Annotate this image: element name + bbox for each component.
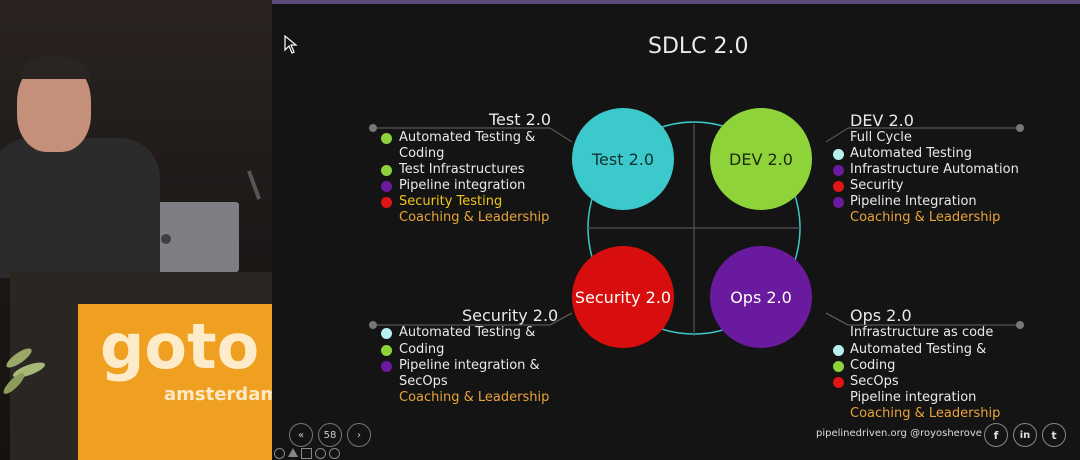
green-bullet-icon (381, 345, 392, 356)
ops-item: Infrastructure as code (850, 325, 994, 340)
security-item: Coaching & Leadership (399, 390, 550, 405)
dev-item: Security (850, 178, 904, 193)
red-bullet-icon (381, 197, 392, 208)
connector-lines (369, 121, 1024, 336)
speaker-video: goto amsterdam (0, 0, 272, 460)
cyan-bullet-icon (381, 328, 392, 339)
triangle-icon[interactable] (288, 448, 298, 457)
plant (0, 345, 50, 405)
purple-bullet-icon (833, 165, 844, 176)
viewer-controls (274, 448, 340, 459)
podium-logo: goto (100, 310, 260, 383)
ops-item: Automated Testing & (850, 342, 987, 357)
speaker-body (0, 138, 160, 278)
footer-credit: pipelinedriven.org @royosherove (816, 428, 982, 439)
security-item: Coding (399, 342, 445, 357)
facebook-icon[interactable]: f (984, 423, 1008, 447)
test-item: Coding (399, 146, 445, 161)
ops-heading: Ops 2.0 (850, 306, 912, 325)
security-item: Automated Testing & (399, 325, 536, 340)
dev-item: Pipeline Integration (850, 194, 977, 209)
security-item: Pipeline integration & (399, 358, 540, 373)
purple-bullet-icon (381, 361, 392, 372)
back-icon[interactable] (274, 448, 285, 459)
ops-item: Coaching & Leadership (850, 406, 1001, 421)
slide-number: 58 (318, 423, 342, 447)
security-item: SecOps (399, 374, 448, 389)
green-bullet-icon (833, 361, 844, 372)
ops-circle-label: Ops 2.0 (730, 287, 792, 307)
green-bullet-icon (381, 133, 392, 144)
dev-heading: DEV 2.0 (850, 111, 914, 130)
slide-title: SDLC 2.0 (648, 34, 749, 59)
security-heading: Security 2.0 (462, 306, 559, 325)
purple-bullet-icon (381, 181, 392, 192)
twitter-icon[interactable]: t (1042, 423, 1066, 447)
mouse-pointer-icon (284, 35, 298, 54)
test-circle-label: Test 2.0 (591, 149, 655, 169)
dev-item: Full Cycle (850, 130, 912, 145)
ops-circle: Ops 2.0 (710, 246, 812, 348)
dev-circle: DEV 2.0 (710, 108, 812, 210)
podium-logo-subtext: amsterdam (164, 384, 272, 405)
cyan-bullet-icon (833, 345, 844, 356)
more-icon[interactable] (315, 448, 326, 459)
slide-number-label: 58 (323, 429, 337, 441)
next-slide-button[interactable]: › (347, 423, 371, 447)
presentation-slide: SDLC 2.0 Test 2.0 DEV 2.0 Security 2.0 O… (272, 0, 1080, 460)
purple-bullet-icon (833, 197, 844, 208)
dev-item: Coaching & Leadership (850, 210, 1001, 225)
ops-item: Pipeline integration (850, 390, 977, 405)
podium-sign: goto amsterdam (78, 304, 272, 460)
ops-item: Coding (850, 358, 896, 373)
test-item: Security Testing (399, 194, 503, 209)
test-item: Pipeline integration (399, 178, 526, 193)
dev-item: Infrastructure Automation (850, 162, 1019, 177)
test-item: Test Infrastructures (399, 162, 525, 177)
test-circle: Test 2.0 (572, 108, 674, 210)
security-circle-label: Security 2.0 (574, 287, 672, 307)
red-bullet-icon (833, 377, 844, 388)
security-circle: Security 2.0 (572, 246, 674, 348)
grid-icon[interactable] (301, 448, 312, 459)
dev-circle-label: DEV 2.0 (729, 149, 793, 169)
ops-item: SecOps (850, 374, 899, 389)
dev-item: Automated Testing (850, 146, 972, 161)
first-slide-button[interactable]: « (289, 423, 313, 447)
test-item: Coaching & Leadership (399, 210, 550, 225)
cyan-bullet-icon (833, 149, 844, 160)
test-item: Automated Testing & (399, 130, 536, 145)
green-bullet-icon (381, 165, 392, 176)
speaker-hair (20, 57, 90, 79)
test-heading: Test 2.0 (489, 110, 552, 129)
red-bullet-icon (833, 181, 844, 192)
microphone (246, 170, 262, 200)
linkedin-icon[interactable]: in (1013, 423, 1037, 447)
forward-icon[interactable] (329, 448, 340, 459)
slide-top-border (272, 0, 1080, 4)
laptop-logo (161, 234, 171, 244)
